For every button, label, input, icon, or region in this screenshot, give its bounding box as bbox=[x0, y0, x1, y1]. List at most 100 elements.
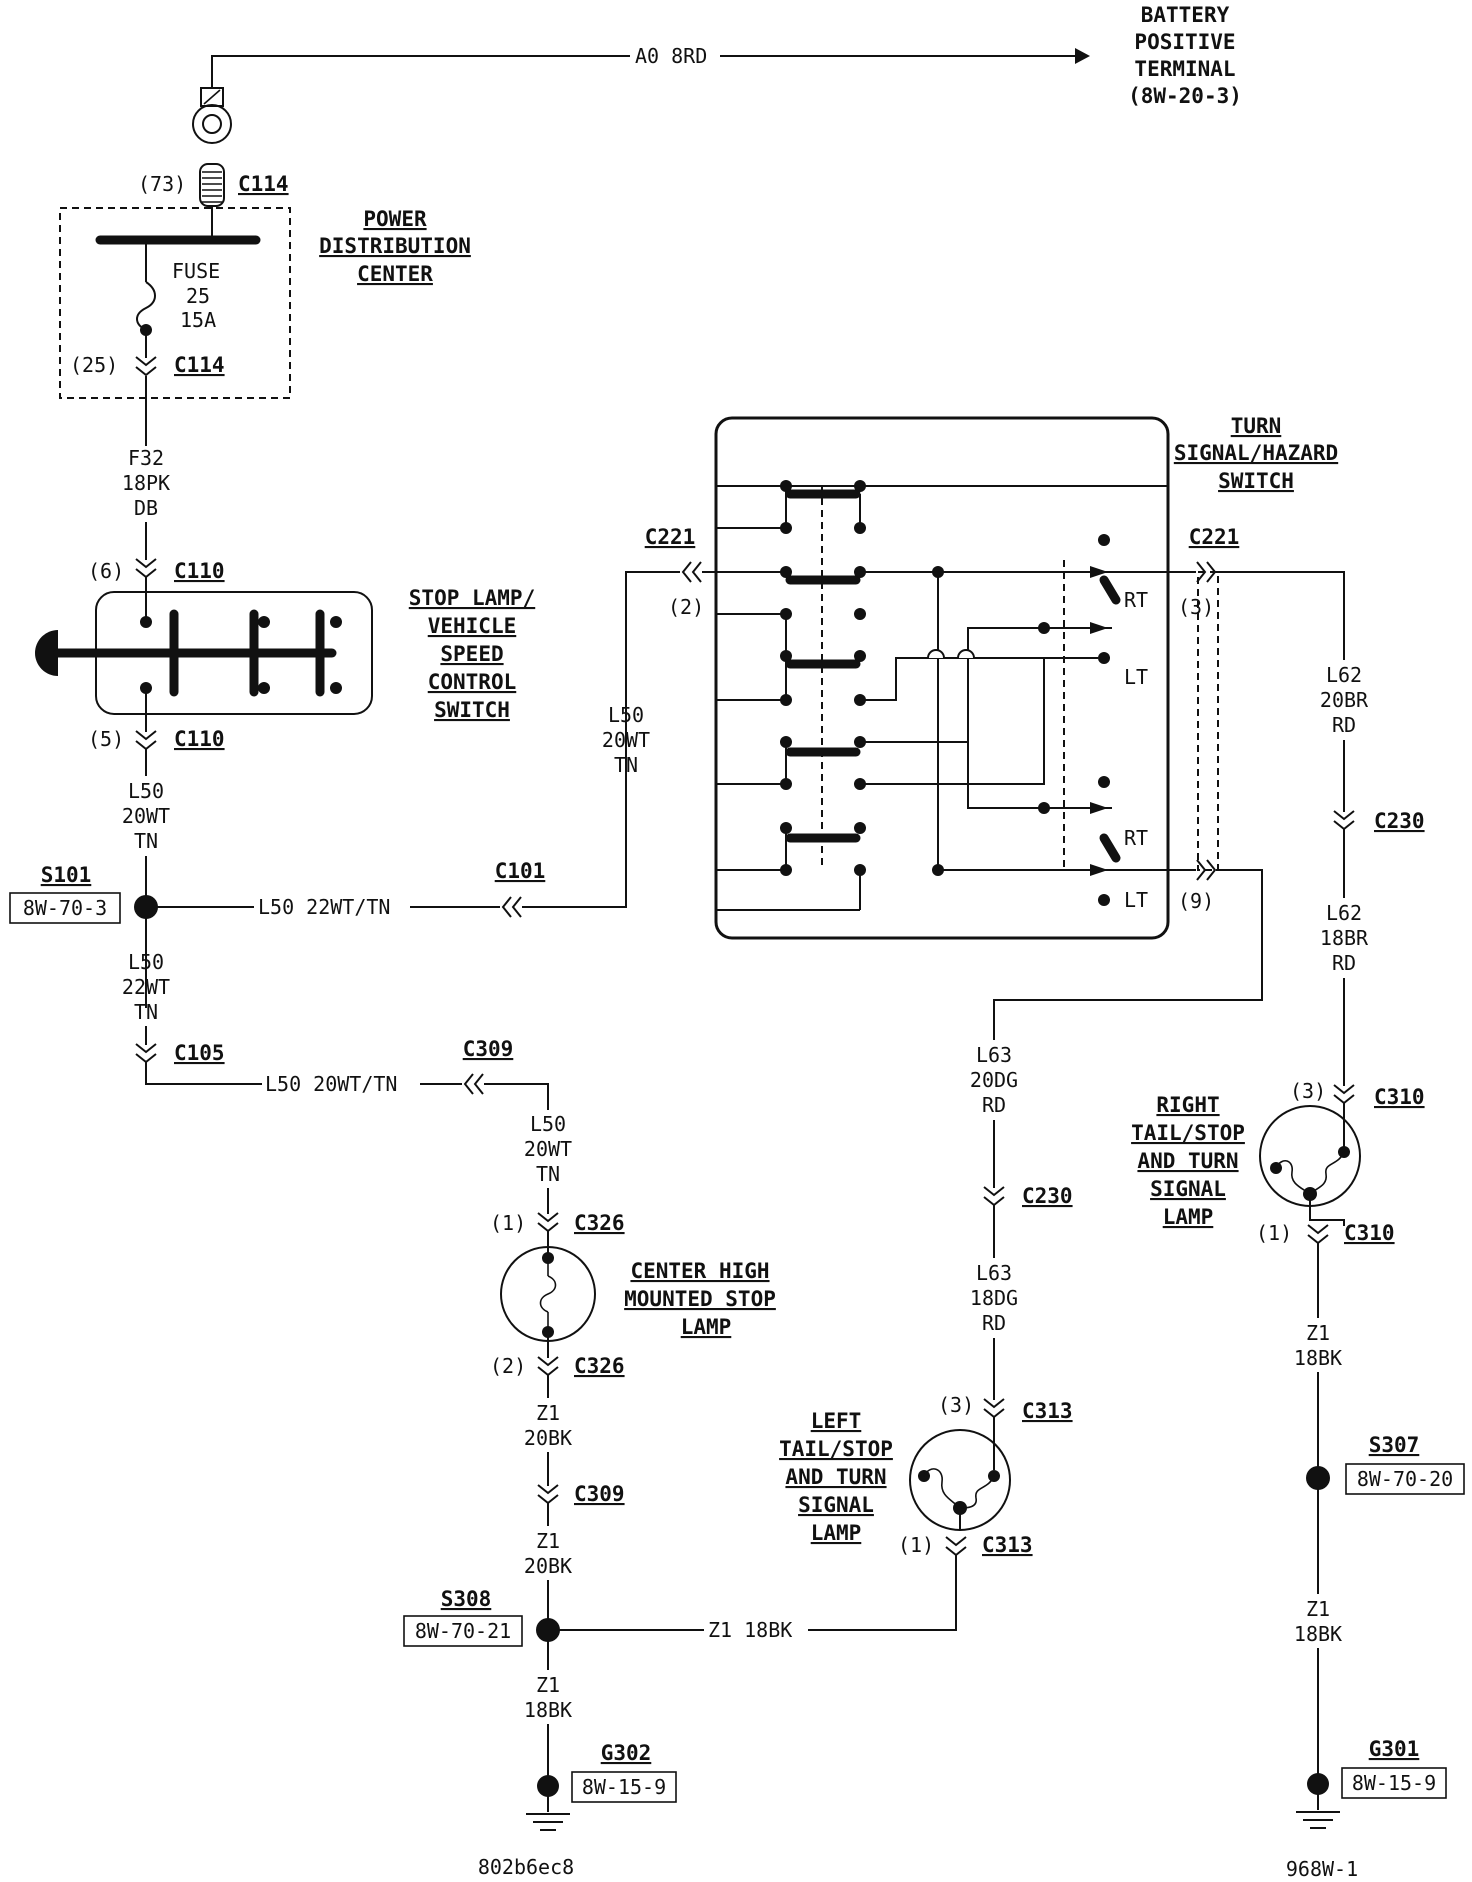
c230-right-connector: C230 bbox=[1374, 809, 1425, 833]
c230-left-connector: C230 bbox=[1022, 1184, 1073, 1208]
wire-f32-tracer: DB bbox=[134, 496, 158, 520]
c101-connector-icon bbox=[502, 896, 522, 918]
wire-l63-b-gauge: 18DG bbox=[970, 1286, 1018, 1310]
right-lamp-label-5: LAMP bbox=[1163, 1205, 1214, 1229]
g302-name: G302 bbox=[601, 1741, 652, 1765]
c230-left-connector-icon bbox=[983, 1186, 1005, 1206]
c221-right-pin-bottom: (9) bbox=[1178, 889, 1214, 913]
diagram-code-right: 968W-1 bbox=[1286, 1857, 1358, 1881]
s308-name: S308 bbox=[441, 1587, 492, 1611]
c310-top-pin: (3) bbox=[1290, 1079, 1326, 1103]
c230-right-connector-icon bbox=[1333, 810, 1355, 830]
s307-splice-dot bbox=[1306, 1466, 1330, 1490]
left-lamp-label-5: LAMP bbox=[811, 1521, 862, 1545]
lt-upper-label: LT bbox=[1124, 665, 1148, 689]
right-lamp-filament-1-icon bbox=[1275, 1160, 1311, 1195]
chmsl-label-3: LAMP bbox=[681, 1315, 732, 1339]
wire-z1-18-label: Z1 18BK bbox=[708, 1618, 792, 1642]
c326-bottom-connector: C326 bbox=[574, 1354, 625, 1378]
wire-l63-a-tracer: RD bbox=[982, 1093, 1006, 1117]
c309-bottom-connector: C309 bbox=[574, 1482, 625, 1506]
battery-eyelet-icon bbox=[192, 87, 232, 144]
wire-l62-a-gauge: 20BR bbox=[1320, 688, 1369, 712]
c313-top-pin: (3) bbox=[938, 1393, 974, 1417]
pdc-label-2: DISTRIBUTION bbox=[319, 234, 471, 258]
left-lamp-label-1: LEFT bbox=[811, 1409, 862, 1433]
battery-label-2: POSITIVE bbox=[1134, 30, 1235, 54]
c110-bottom-connector-icon bbox=[135, 730, 157, 750]
c313-bottom-connector: C313 bbox=[982, 1533, 1033, 1557]
wire-l62-b-circuit: L62 bbox=[1326, 901, 1362, 925]
left-lamp-filament-2-icon bbox=[959, 1475, 995, 1509]
g301-ref: 8W-15-9 bbox=[1352, 1771, 1436, 1795]
wire-z1-d-gauge: 18BK bbox=[1294, 1346, 1342, 1370]
wire-l62-b-tracer: RD bbox=[1332, 951, 1356, 975]
g302-ground-icon bbox=[525, 1813, 571, 1831]
power-distribution-center: FUSE 25 15A bbox=[59, 207, 291, 399]
left-lamp-label-2: TAIL/STOP bbox=[779, 1437, 893, 1461]
wire-l63-b-circuit: L63 bbox=[976, 1261, 1012, 1285]
diagram-code-left: 802b6ec8 bbox=[478, 1855, 574, 1879]
chmsl-label-1: CENTER HIGH bbox=[630, 1259, 769, 1283]
rt-lower-label: RT bbox=[1124, 826, 1148, 850]
battery-label-3: TERMINAL bbox=[1134, 57, 1235, 81]
turn-switch-label-2: SIGNAL/HAZARD bbox=[1174, 441, 1338, 465]
wire-l50-c-gauge: 22WT bbox=[122, 975, 170, 999]
c313-bottom-connector-icon bbox=[945, 1536, 967, 1556]
c310-top-connector-icon bbox=[1333, 1084, 1355, 1104]
wire-z1-e-gauge: 18BK bbox=[1294, 1622, 1342, 1646]
wire-z1-a-circuit: Z1 bbox=[536, 1401, 560, 1425]
g301-ground-dot bbox=[1307, 1773, 1329, 1795]
c313-top-connector: C313 bbox=[1022, 1399, 1073, 1423]
wire-z1-c-circuit: Z1 bbox=[536, 1673, 560, 1697]
wire-a0-label: A0 8RD bbox=[635, 44, 707, 68]
c309-bottom-connector-icon bbox=[537, 1484, 559, 1504]
left-lamp-label-3: AND TURN bbox=[785, 1465, 886, 1489]
wire-l50-b-circuit: L50 bbox=[608, 703, 644, 727]
wire-f32-gauge: 18PK bbox=[122, 471, 170, 495]
wire-l62-a-tracer: RD bbox=[1332, 713, 1356, 737]
wire-l63-a-gauge: 20DG bbox=[970, 1068, 1018, 1092]
wire-l63-b-tracer: RD bbox=[982, 1311, 1006, 1335]
c110-bottom-connector: C110 bbox=[174, 727, 225, 751]
g302-ground-dot bbox=[537, 1775, 559, 1797]
left-tail-stop-turn-lamp bbox=[909, 1416, 1011, 1531]
stop-switch-label-5: SWITCH bbox=[434, 698, 510, 722]
c105-connector-icon bbox=[135, 1043, 157, 1063]
wire-l50-22-label: L50 22WT/TN bbox=[258, 895, 390, 919]
c326-bottom-connector-icon bbox=[537, 1356, 559, 1376]
c114-top-pin: (73) bbox=[138, 172, 186, 196]
c326-top-connector-icon bbox=[537, 1212, 559, 1232]
c101-connector: C101 bbox=[495, 859, 546, 883]
wire-l50-c-tracer: TN bbox=[134, 1000, 158, 1024]
fuse-rating: 15A bbox=[180, 308, 216, 332]
s307-name: S307 bbox=[1369, 1433, 1420, 1457]
s101-ref: 8W-70-3 bbox=[23, 896, 107, 920]
pdc-label-3: CENTER bbox=[357, 262, 433, 286]
s308-ref: 8W-70-21 bbox=[415, 1619, 511, 1643]
c110-top-connector-icon bbox=[135, 558, 157, 578]
wire-l50-d-tracer: TN bbox=[536, 1162, 560, 1186]
c221-right-connector: C221 bbox=[1189, 525, 1240, 549]
c110-bottom-pin: (5) bbox=[88, 727, 124, 751]
stop-switch-label-4: CONTROL bbox=[428, 670, 517, 694]
right-lamp-label-1: RIGHT bbox=[1156, 1093, 1219, 1117]
wire-l63-a-circuit: L63 bbox=[976, 1043, 1012, 1067]
right-lamp-filament-2-icon bbox=[1309, 1151, 1345, 1195]
c110-top-pin: (6) bbox=[88, 559, 124, 583]
wire-l50-20-label: L50 20WT/TN bbox=[265, 1072, 397, 1096]
center-high-mounted-stop-lamp bbox=[500, 1230, 596, 1358]
g301-ground-icon bbox=[1295, 1811, 1341, 1829]
stop-switch-label-1: STOP LAMP/ bbox=[409, 586, 535, 610]
right-lamp-label-3: AND TURN bbox=[1137, 1149, 1238, 1173]
c221-left-pin: (2) bbox=[668, 595, 704, 619]
lt-lower-label: LT bbox=[1124, 888, 1148, 912]
wire-z1-d-circuit: Z1 bbox=[1306, 1321, 1330, 1345]
wire-l50-b-tracer: TN bbox=[614, 753, 638, 777]
wire-l50-d-gauge: 20WT bbox=[524, 1137, 572, 1161]
pdc-label-1: POWER bbox=[363, 207, 427, 231]
stop-switch-label-2: VEHICLE bbox=[428, 614, 517, 638]
wire-z1-b-gauge: 20BK bbox=[524, 1554, 572, 1578]
left-lamp-label-4: SIGNAL bbox=[798, 1493, 874, 1517]
